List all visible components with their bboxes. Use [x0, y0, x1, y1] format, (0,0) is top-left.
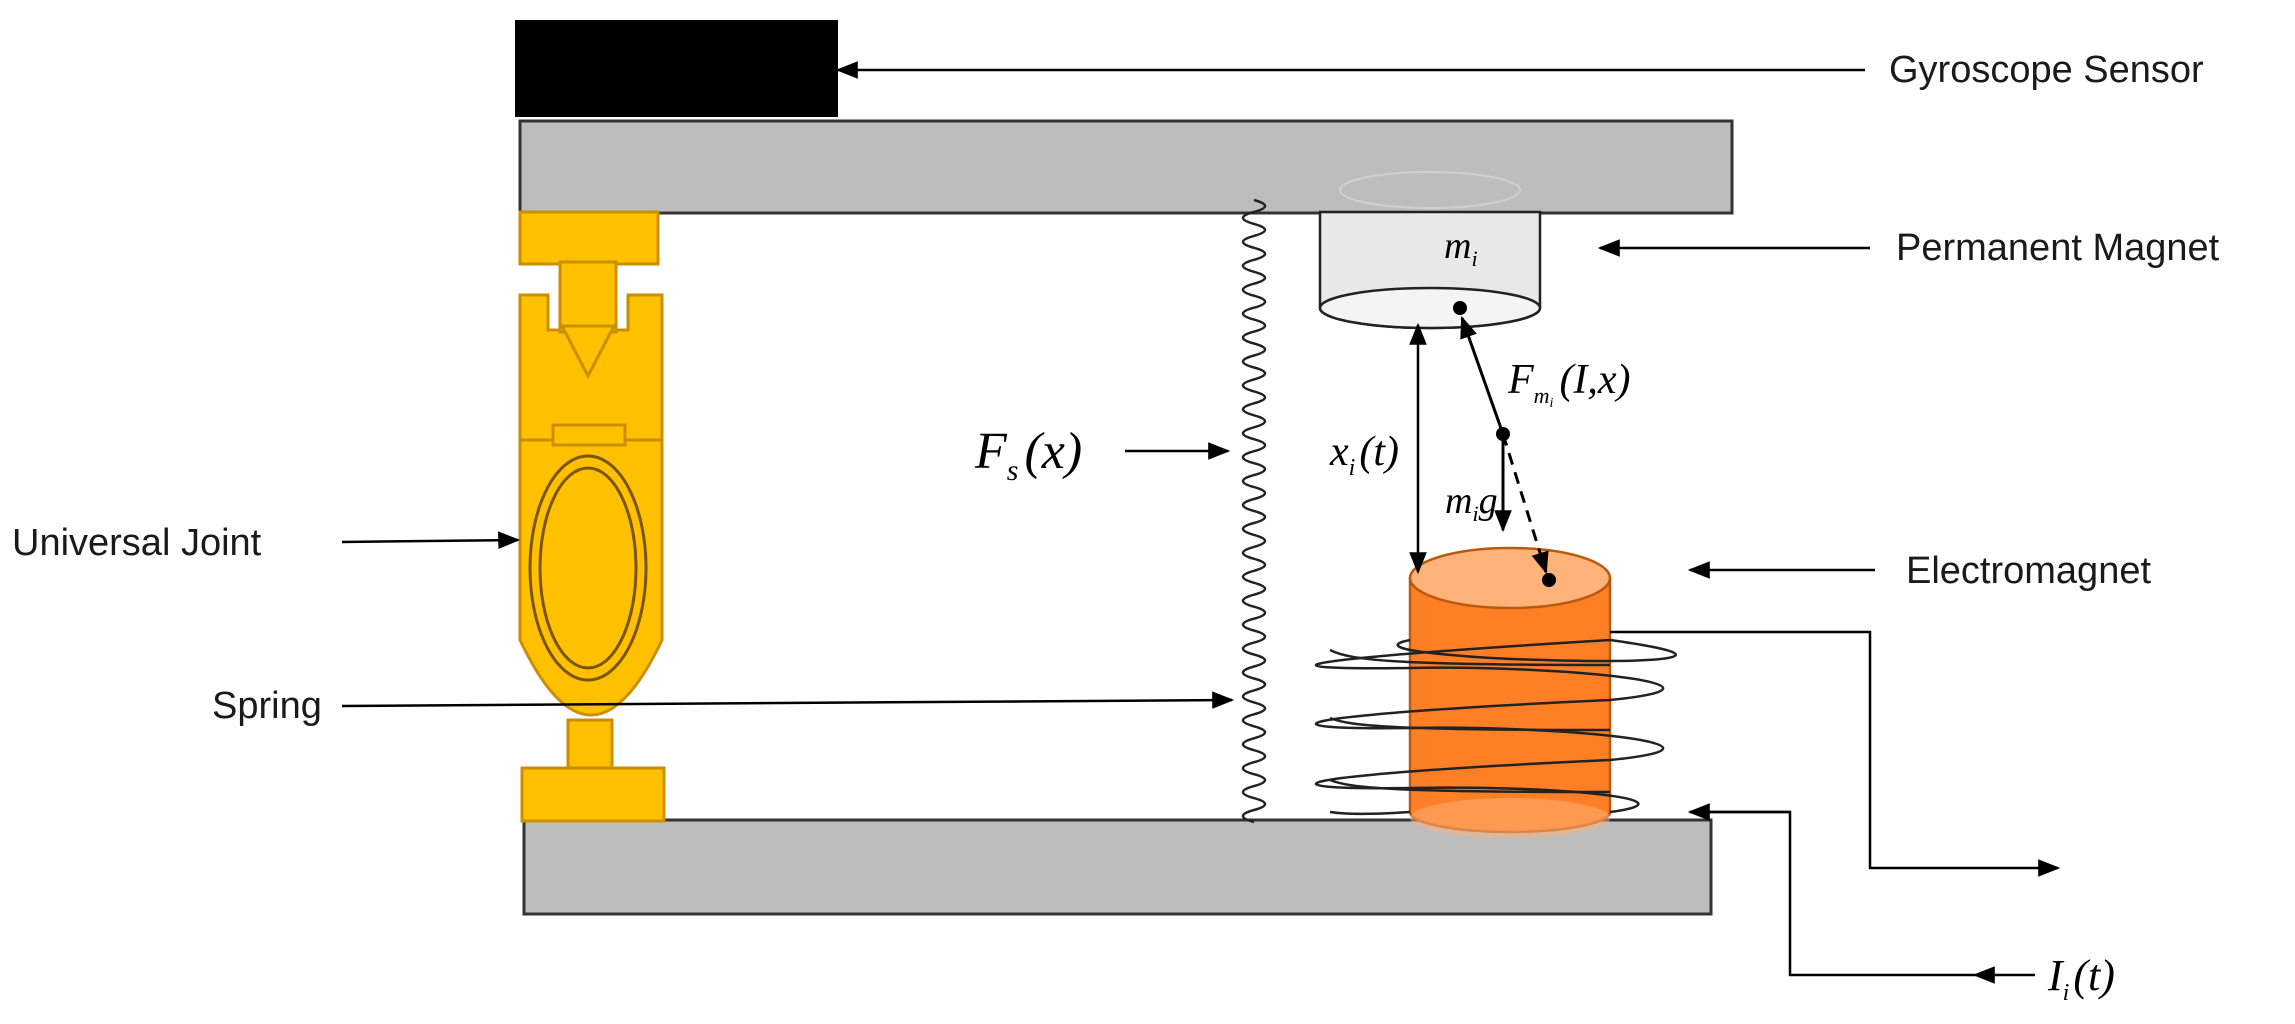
joint-pin: [559, 324, 617, 380]
spring-coil: [1241, 198, 1267, 824]
label-electromagnet: Electromagnet: [1906, 550, 2151, 592]
symbol-gap: xi(t): [1329, 429, 1399, 481]
symbol-magnetic-force: Fmi(I,x): [1507, 357, 1631, 411]
gyroscope-sensor-block: [515, 20, 838, 117]
label-universal-joint: Universal Joint: [12, 522, 262, 564]
symbol-magnet-mass: mi: [1444, 225, 1478, 271]
coil-windings: [1314, 638, 1678, 816]
symbol-current: Ii(t): [2047, 951, 2115, 1006]
attraction-dashed-vector: [1501, 433, 1549, 575]
spring-arrow: [341, 691, 1235, 709]
universal-joint-arrow: [341, 531, 521, 550]
symbol-gravity: mig: [1445, 480, 1498, 526]
label-gyroscope-sensor: Gyroscope Sensor: [1889, 49, 2204, 91]
electromagnet-center-dot: [1542, 573, 1556, 587]
permanent-magnet: [1318, 171, 1542, 330]
coil-lead-in: [1690, 810, 1975, 977]
magnetic-force-vector: [1460, 315, 1505, 435]
magnet-center-dot: [1453, 301, 1467, 315]
top-plate: [518, 119, 1734, 215]
force-origin-dot: [1496, 427, 1510, 441]
joint-ring-outer: [528, 454, 648, 682]
joint-ring-inner: [538, 466, 638, 670]
symbol-spring-force: Fs(x): [974, 423, 1082, 487]
electromagnet: [1408, 546, 1612, 838]
universal-joint: [518, 210, 666, 823]
label-spring: Spring: [212, 685, 322, 727]
coil-lead-out: [1610, 630, 2061, 877]
label-permanent-magnet: Permanent Magnet: [1896, 227, 2220, 269]
